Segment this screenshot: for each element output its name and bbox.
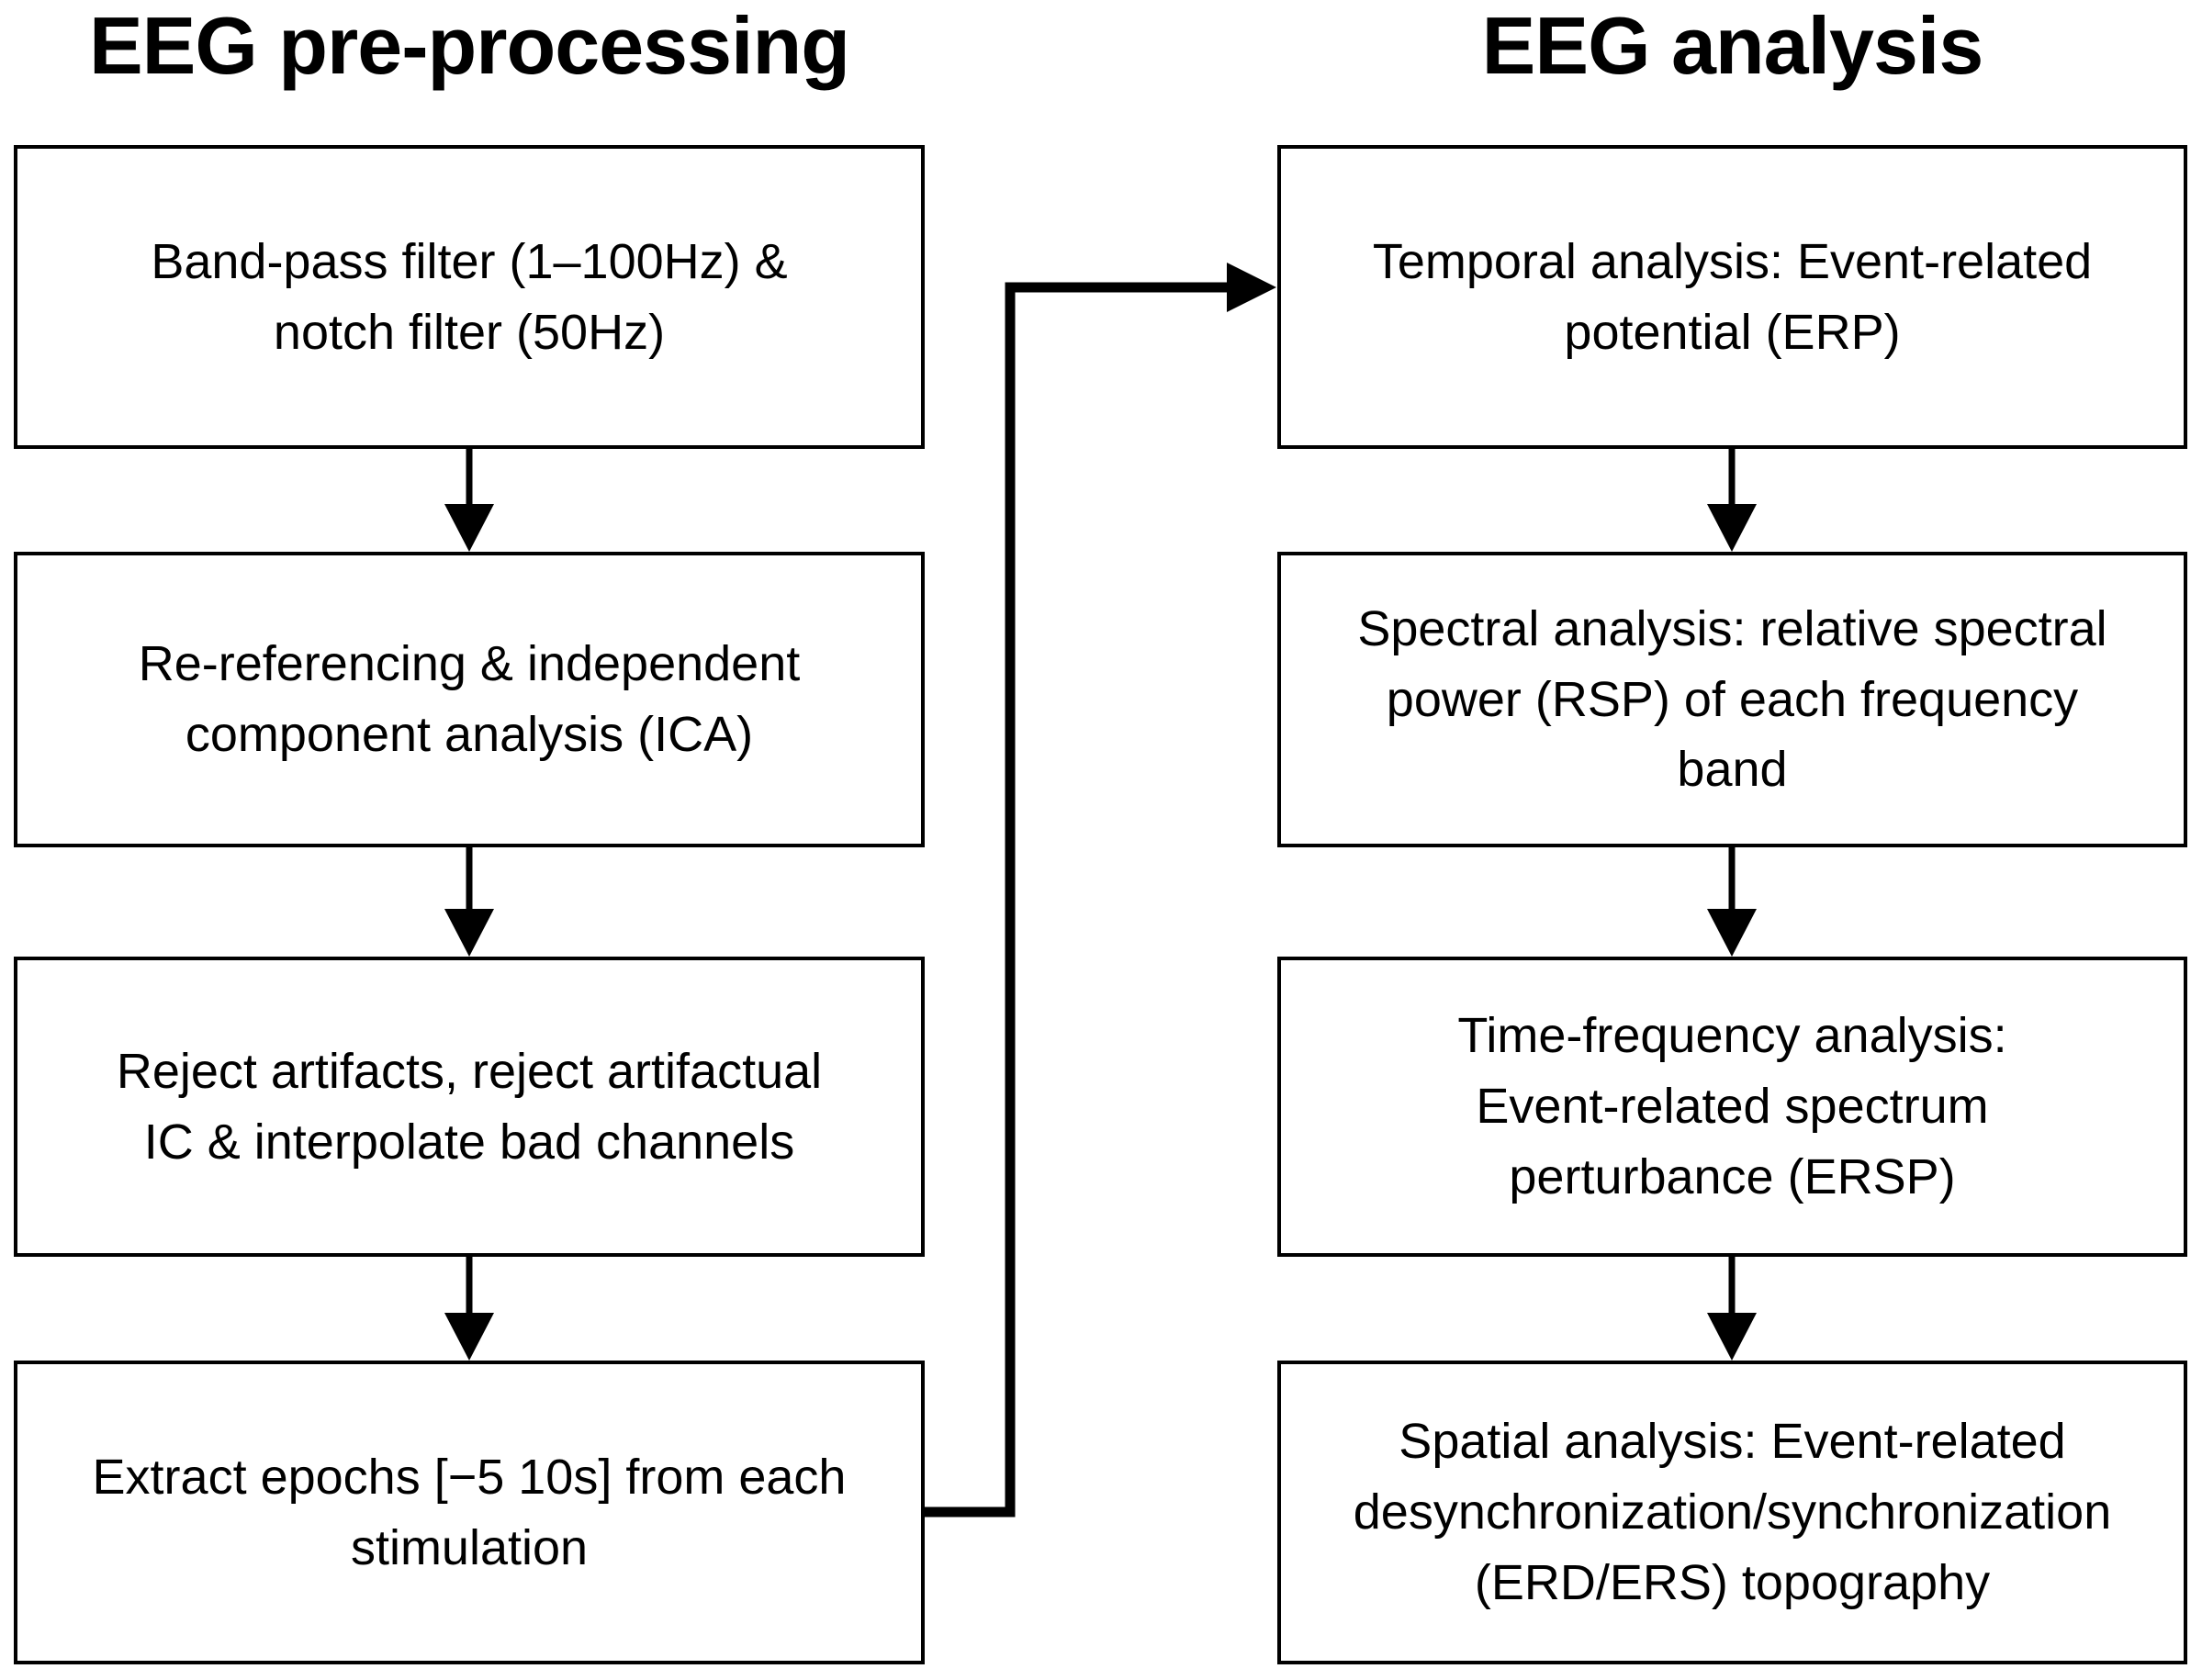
label-line: notch filter (50Hz) xyxy=(273,304,666,360)
down-arrow-spectral-to-timefrequency xyxy=(1707,846,1757,957)
down-arrow-bandpass-to-rereferencing xyxy=(444,447,494,552)
label-line: Temporal analysis: Event-related xyxy=(1372,233,2093,289)
label-line: stimulation xyxy=(350,1519,589,1575)
label-line: Re-referencing & independent xyxy=(138,636,801,692)
right-arrowhead-icon xyxy=(1227,263,1276,312)
flow-box-label: Temporal analysis: Event-related potenti… xyxy=(1356,227,2108,367)
label-line: Time-frequency analysis: xyxy=(1457,1008,2007,1064)
connector-extract-epochs-to-temporal xyxy=(923,263,1276,1518)
flow-box-label: Re-referencing & independent component a… xyxy=(122,629,816,769)
down-arrow-temporal-to-spectral xyxy=(1707,447,1757,552)
flow-box-time-frequency-ersp: Time-frequency analysis: Event-related s… xyxy=(1277,957,2187,1257)
label-line: Band-pass filter (1–100Hz) & xyxy=(151,233,788,289)
label-line: (ERD/ERS) topography xyxy=(1474,1554,1991,1610)
flow-box-label: Reject artifacts, reject artifactual IC … xyxy=(100,1036,838,1177)
label-line: perturbance (ERSP) xyxy=(1509,1148,1956,1204)
down-arrow-rereferencing-to-reject xyxy=(444,846,494,957)
label-line: Spatial analysis: Event-related xyxy=(1399,1414,2066,1470)
column-title-eeg-preprocessing: EEG pre-processing xyxy=(88,0,850,91)
down-arrowhead-icon xyxy=(444,909,494,957)
label-line: component analysis (ICA) xyxy=(185,707,754,762)
down-arrowhead-icon xyxy=(1707,504,1757,552)
down-arrow-timefrequency-to-spatial xyxy=(1707,1255,1757,1361)
flow-box-spectral-analysis-rsp: Spectral analysis: relative spectral pow… xyxy=(1277,552,2187,847)
flow-box-temporal-analysis-erp: Temporal analysis: Event-related potenti… xyxy=(1277,145,2187,449)
flow-box-label: Extract epochs [−5 10s] from each stimul… xyxy=(76,1442,863,1583)
label-line: band xyxy=(1677,742,1788,798)
flow-box-label: Spectral analysis: relative spectral pow… xyxy=(1341,594,2123,805)
label-line: desynchronization/synchronization xyxy=(1353,1484,2112,1540)
flow-box-reject-artifacts: Reject artifacts, reject artifactual IC … xyxy=(14,957,925,1257)
flow-box-bandpass-notch-filter: Band-pass filter (1–100Hz) & notch filte… xyxy=(14,145,925,449)
down-arrowhead-icon xyxy=(1707,909,1757,957)
label-line: Spectral analysis: relative spectral xyxy=(1357,600,2107,656)
flow-box-label: Time-frequency analysis: Event-related s… xyxy=(1441,1001,2023,1212)
flow-box-spatial-analysis-erd-ers: Spatial analysis: Event-related desynchr… xyxy=(1277,1361,2187,1664)
down-arrowhead-icon xyxy=(444,1313,494,1361)
label-line: Event-related spectrum xyxy=(1476,1079,1989,1135)
label-line: power (RSP) of each frequency xyxy=(1386,671,2079,727)
flow-box-label: Spatial analysis: Event-related desynchr… xyxy=(1337,1406,2128,1618)
label-line: Reject artifacts, reject artifactual xyxy=(116,1043,823,1099)
label-line: potential (ERP) xyxy=(1564,304,1901,360)
column-title-eeg-analysis: EEG analysis xyxy=(1481,0,1984,91)
label-line: Extract epochs [−5 10s] from each xyxy=(92,1449,847,1505)
down-arrow-reject-to-extract xyxy=(444,1255,494,1361)
down-arrowhead-icon xyxy=(1707,1313,1757,1361)
down-arrowhead-icon xyxy=(444,504,494,552)
flow-box-label: Band-pass filter (1–100Hz) & notch filte… xyxy=(134,227,803,367)
flow-box-extract-epochs: Extract epochs [−5 10s] from each stimul… xyxy=(14,1361,925,1664)
flow-box-rereferencing-ica: Re-referencing & independent component a… xyxy=(14,552,925,847)
label-line: IC & interpolate bad channels xyxy=(143,1114,795,1170)
